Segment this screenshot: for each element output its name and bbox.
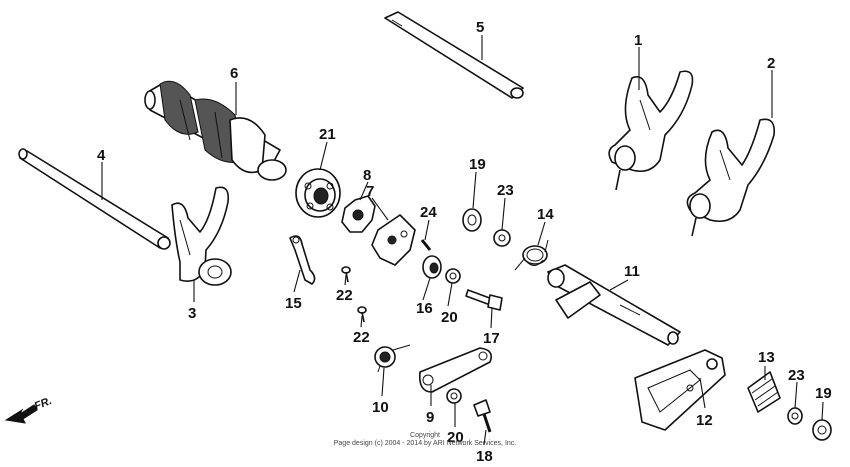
- label-20-upper: 20: [441, 309, 458, 326]
- part-22-screw-upper: [341, 266, 351, 283]
- label-23-lower: 23: [788, 367, 805, 384]
- part-24-pin: [420, 239, 432, 251]
- label-22-upper: 22: [336, 287, 353, 304]
- part-23-clip-upper: [493, 229, 511, 247]
- part-13-spring: [747, 371, 781, 413]
- label-13: 13: [758, 349, 775, 366]
- label-14: 14: [537, 206, 554, 223]
- part-23-clip-lower: [787, 407, 803, 425]
- part-9-arm: [418, 347, 493, 393]
- part-19-washer-upper: [462, 208, 482, 232]
- label-20-lower: 20: [447, 429, 464, 446]
- label-19-lower: 19: [815, 385, 832, 402]
- part-16-collar: [422, 255, 442, 279]
- part-8-star-cam: [341, 195, 376, 233]
- copyright-line-2: Page design (c) 2004 - 2014 by ARI Netwo…: [334, 440, 517, 447]
- label-22-lower: 22: [353, 329, 370, 346]
- part-12-plate-arm: [634, 349, 726, 431]
- part-labels: 1 2 3 4 5 6 7 8 9 10 11 12 13 14 15 16 1…: [97, 19, 832, 465]
- label-9: 9: [426, 409, 434, 426]
- label-23-upper: 23: [497, 182, 514, 199]
- part-22-screw-lower: [357, 306, 367, 323]
- label-24: 24: [420, 204, 437, 221]
- label-6: 6: [230, 65, 238, 82]
- part-4-shaft: [18, 148, 171, 250]
- part-2-shift-fork: [686, 118, 776, 237]
- part-3-shift-fork: [171, 186, 232, 286]
- copyright-notice: Copyright Page design (c) 2004 - 2014 by…: [334, 432, 517, 447]
- part-20-washer-upper: [445, 268, 461, 284]
- label-12: 12: [696, 412, 713, 429]
- part-5-shaft: [384, 11, 524, 99]
- label-17: 17: [483, 330, 500, 347]
- part-17-bolt: [465, 289, 503, 311]
- label-1: 1: [634, 32, 642, 49]
- part-15-stopper-arm: [289, 235, 316, 285]
- label-10: 10: [372, 399, 389, 416]
- label-4: 4: [97, 147, 106, 164]
- label-19-upper: 19: [469, 156, 486, 173]
- front-direction-indicator: FR.: [4, 395, 54, 424]
- leader-lines: [101, 35, 824, 446]
- part-21-bearing: [295, 168, 341, 218]
- part-7-plate: [371, 214, 416, 266]
- part-10-spring: [374, 344, 411, 373]
- front-arrow-icon: [4, 404, 38, 424]
- part-19-washer-lower: [812, 419, 832, 441]
- label-15: 15: [285, 295, 302, 312]
- label-16: 16: [416, 300, 433, 317]
- label-21: 21: [319, 126, 336, 143]
- label-8: 8: [363, 167, 371, 184]
- part-18-bolt: [473, 399, 492, 433]
- front-direction-label: FR.: [33, 395, 54, 413]
- label-11: 11: [624, 263, 640, 280]
- part-6-shift-drum: [144, 80, 287, 181]
- part-1-shift-fork: [608, 70, 694, 191]
- copyright-line-1: Copyright: [410, 432, 440, 439]
- label-18: 18: [476, 448, 493, 465]
- part-14-spring: [514, 239, 549, 271]
- label-2: 2: [767, 55, 775, 72]
- part-20-washer-lower: [446, 388, 462, 404]
- label-5: 5: [476, 19, 484, 36]
- part-11-spindle: [547, 264, 681, 346]
- label-7: 7: [366, 183, 374, 200]
- label-3: 3: [188, 305, 196, 322]
